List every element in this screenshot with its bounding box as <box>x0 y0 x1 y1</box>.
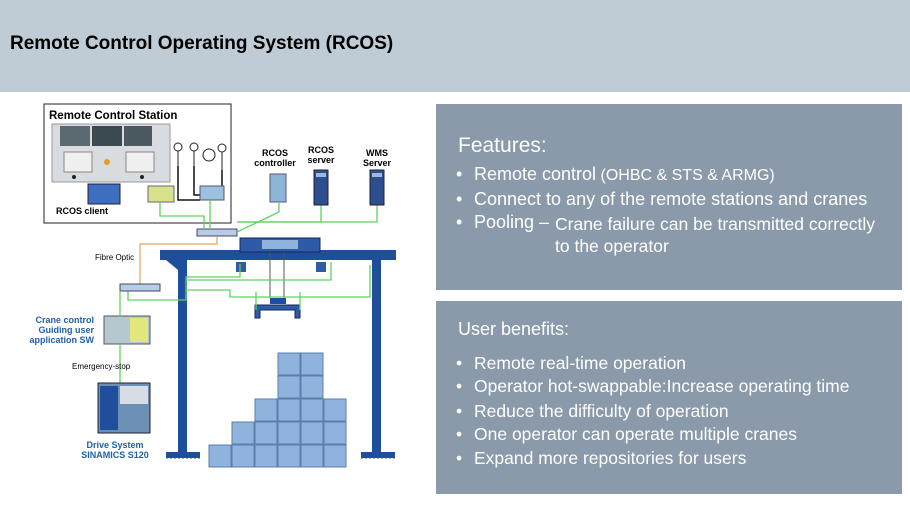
bullet-icon: • <box>456 164 463 184</box>
crane-right-leg <box>372 260 381 458</box>
benefit-item: • Reduce the difficulty of operation <box>456 401 729 422</box>
feature-item-3-line-2: to the operator <box>555 236 669 256</box>
benefits-title: User benefits: <box>458 319 570 339</box>
page-title: Remote Control Operating System (RCOS) <box>10 33 394 54</box>
server-label-2: server <box>307 155 335 165</box>
benefit-item-text: Reduce the difficulty of operation <box>474 401 729 421</box>
wms-label-1: WMS <box>366 148 388 158</box>
feature-item-1-main: Remote control <box>474 164 597 184</box>
rcos-client-pc <box>87 183 121 205</box>
joystick-icons <box>173 142 227 170</box>
station-label: Remote Control Station <box>49 110 177 122</box>
benefit-item-text: Remote real-time operation <box>474 353 687 373</box>
header-bar: Remote Control Operating System (RCOS) <box>0 0 910 92</box>
drive-label-1: Drive System <box>86 440 143 450</box>
feature-item-3-main: Pooling – <box>474 212 550 232</box>
crane-top-beam <box>160 250 396 260</box>
feature-item-pooling: • Pooling – <box>456 212 549 233</box>
controller-label-2: controller <box>254 158 296 168</box>
feature-item-remote-control: • Remote control (OHBC & STS & ARMG) <box>456 164 775 185</box>
fibre-label: Fibre Optic <box>95 253 134 262</box>
benefit-item: • Operator hot-swappable:Increase operati… <box>456 376 850 397</box>
feature-item-connect: • Connect to any of the remote stations a… <box>456 189 867 210</box>
bullet-icon: • <box>456 189 463 209</box>
drive-label-2: SINAMICS S120 <box>81 450 149 460</box>
crane-left-leg <box>178 260 187 458</box>
benefit-item: • Expand more repositories for users <box>456 448 746 469</box>
rcos-diagram: Remote Control Station RCOS client RCOS … <box>29 103 396 468</box>
bullet-icon: • <box>456 448 463 468</box>
benefits-panel: User benefits: • Remote real-time operati… <box>436 301 902 494</box>
feature-item-2-text: Connect to any of the remote stations an… <box>474 189 868 209</box>
bullet-icon: • <box>456 424 463 444</box>
rcos-server-box <box>313 169 329 206</box>
controller-label-1: RCOS <box>262 148 288 158</box>
wms-label-2: Server <box>363 158 392 168</box>
features-title: Features: <box>458 134 547 157</box>
feature-item-3-line-1: Crane failure can be transmitted correct… <box>555 214 875 234</box>
crane-control-label-3: application SW <box>29 335 94 345</box>
features-panel: Features: • Remote control (OHBC & STS & … <box>436 104 902 290</box>
wms-server-box <box>369 169 385 206</box>
estop-label: Emergency-stop <box>72 362 131 371</box>
benefit-item: • Remote real-time operation <box>456 353 686 374</box>
bullet-icon: • <box>456 401 463 421</box>
bullet-icon: • <box>456 353 463 373</box>
bullet-icon: • <box>456 376 463 396</box>
benefit-item-text: Operator hot-swappable:Increase operatin… <box>474 376 850 396</box>
bullet-icon: • <box>456 212 463 232</box>
container-stacks <box>208 352 347 468</box>
crane-switch <box>119 283 161 292</box>
server-label-1: RCOS <box>308 145 334 155</box>
crane-control-label-2: Guiding user <box>38 325 94 335</box>
crane-control-label-1: Crane control <box>35 315 94 325</box>
benefit-item: • One operator can operate multiple crane… <box>456 424 797 445</box>
benefit-item-text: One operator can operate multiple cranes <box>474 424 797 444</box>
rcos-controller-box <box>269 173 287 203</box>
network-switch <box>196 228 238 237</box>
client-label: RCOS client <box>56 206 108 216</box>
benefit-item-text: Expand more repositories for users <box>474 448 747 468</box>
feature-item-1-detail: (OHBC & STS & ARMG) <box>596 167 775 184</box>
